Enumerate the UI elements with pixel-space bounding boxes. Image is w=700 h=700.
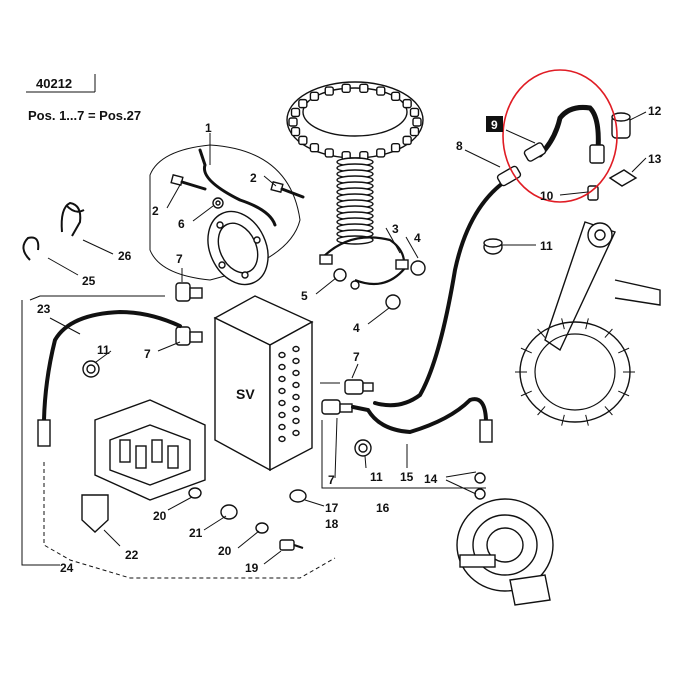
callout-11: 11 <box>97 343 110 357</box>
callout-8: 8 <box>456 139 463 153</box>
callout-20: 20 <box>153 509 167 523</box>
hoses <box>37 165 522 447</box>
callout-7: 7 <box>328 473 335 487</box>
callout-9-box: 9 <box>486 116 503 132</box>
highlight-circle <box>502 69 618 203</box>
callout-21: 21 <box>189 526 203 540</box>
callout-6: 6 <box>178 217 185 231</box>
callout-24: 24 <box>60 561 74 575</box>
callout-7: 7 <box>176 252 183 266</box>
sv-valve-block: SV <box>213 295 314 472</box>
callout-labels: 1 2 2 3 4 4 5 6 7 7 7 7 8 9 10 11 11 11 … <box>37 104 662 575</box>
position-note: Pos. 1...7 = Pos.27 <box>28 108 141 123</box>
callout-11: 11 <box>540 239 553 253</box>
highlighted-hose-assembly <box>502 69 638 203</box>
callout-17: 17 <box>325 501 339 515</box>
agitator-frame <box>515 221 661 426</box>
callout-15: 15 <box>400 470 414 484</box>
clips <box>22 201 85 261</box>
bolts <box>170 173 305 209</box>
motor-mount <box>149 144 301 286</box>
callout-22: 22 <box>125 548 139 562</box>
callout-7: 7 <box>353 350 360 364</box>
clamp-ring <box>319 236 426 310</box>
callout-23: 23 <box>37 302 51 316</box>
callout-2: 2 <box>152 204 159 218</box>
leader-lines <box>47 111 647 565</box>
callout-5: 5 <box>301 289 308 303</box>
header-block: 40212 Pos. 1...7 = Pos.27 <box>26 74 141 123</box>
small-parts <box>188 487 307 551</box>
callout-4: 4 <box>353 321 360 335</box>
fittings-right <box>82 238 503 457</box>
callout-4: 4 <box>414 231 421 245</box>
callout-26: 26 <box>118 249 132 263</box>
callout-7: 7 <box>144 347 151 361</box>
control-valve-assembly <box>81 399 206 533</box>
callout-2: 2 <box>250 171 257 185</box>
callout-18: 18 <box>325 517 339 531</box>
callout-20: 20 <box>218 544 232 558</box>
callout-14: 14 <box>424 472 438 486</box>
callout-10: 10 <box>540 189 554 203</box>
callout-11: 11 <box>370 470 383 484</box>
callout-1: 1 <box>205 121 212 135</box>
connectors-upper <box>175 282 203 346</box>
diagram-code: 40212 <box>36 76 72 91</box>
callout-25: 25 <box>82 274 96 288</box>
callout-12: 12 <box>648 104 662 118</box>
callout-16: 16 <box>376 501 390 515</box>
callout-3: 3 <box>392 222 399 236</box>
callout-19: 19 <box>245 561 259 575</box>
callout-13: 13 <box>648 152 662 166</box>
sv-label: SV <box>236 386 255 402</box>
bracket-lines <box>21 295 486 579</box>
callout-9: 9 <box>491 118 498 132</box>
pump-housing <box>456 472 554 606</box>
spinner-head <box>286 81 424 245</box>
